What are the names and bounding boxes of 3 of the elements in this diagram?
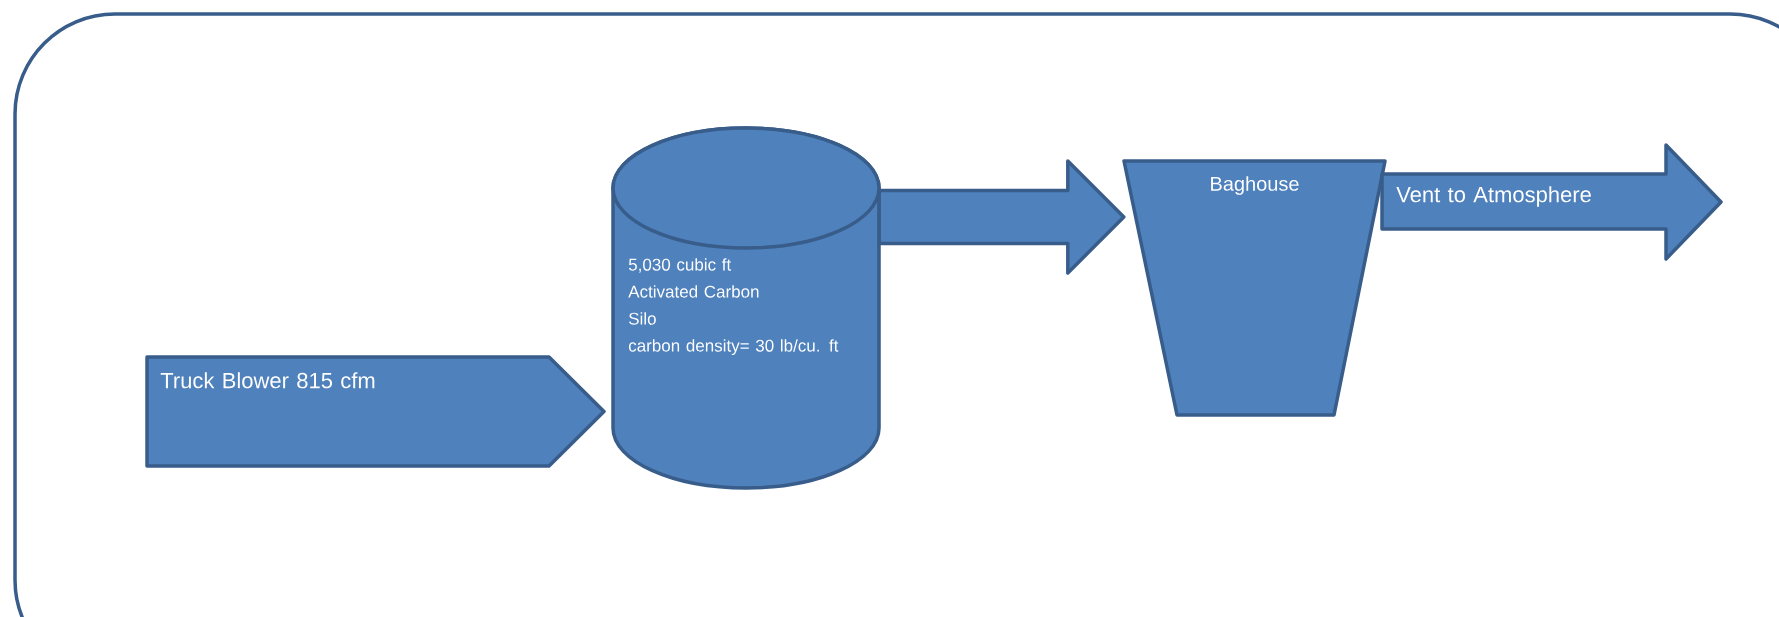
block-arrow [877,159,1126,275]
silo-cylinder: 5,030 cubic ft Activated Carbon Silo carbon density= 30 lb/cu. ft [611,126,881,490]
baghouse-trapezoid: Baghouse [1122,159,1387,417]
